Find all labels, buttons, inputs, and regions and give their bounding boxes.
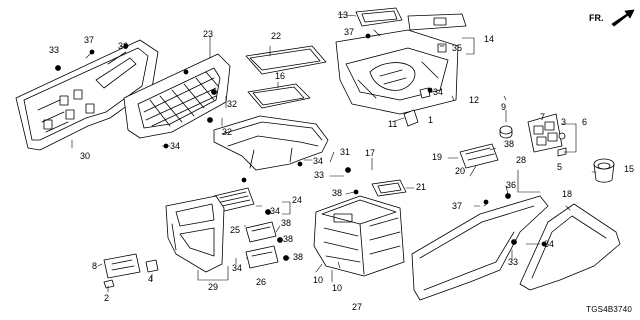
part-25-panel: [245, 221, 277, 243]
part-28-side-panel: [411, 195, 549, 301]
callout-32a: 32: [227, 99, 238, 109]
callout-33c: 33: [508, 257, 519, 267]
part-9-knob: [499, 125, 513, 139]
callout-38c: 38: [281, 218, 292, 228]
callout-36b: 36: [506, 180, 517, 190]
callout-34e: 34: [544, 239, 555, 249]
callout-26: 26: [256, 277, 267, 287]
callout-37a: 37: [84, 35, 95, 45]
front-direction-arrow-icon: [611, 9, 635, 27]
part-6-switch-panel: [527, 113, 563, 153]
part-34-clip-tray: [419, 87, 431, 99]
callout-15: 15: [624, 164, 635, 174]
part-35-clip: [437, 43, 447, 53]
part-19-bracket: [459, 143, 499, 169]
callout-1: 1: [428, 115, 434, 125]
callout-16: 16: [275, 71, 286, 81]
callout-9: 9: [501, 102, 507, 112]
callout-17: 17: [365, 148, 376, 158]
callout-31: 31: [340, 147, 351, 157]
callout-12: 12: [469, 95, 480, 105]
callout-35: 35: [452, 43, 463, 53]
callout-24: 24: [292, 195, 303, 205]
callout-5: 5: [557, 162, 563, 172]
callout-34c: 34: [313, 156, 324, 166]
callout-38e: 38: [293, 252, 304, 262]
callout-33a: 33: [49, 45, 60, 55]
callout-13: 13: [338, 10, 349, 20]
callout-23: 23: [203, 29, 214, 39]
part-22-mat: [245, 45, 327, 75]
callout-20: 20: [455, 166, 466, 176]
part-31-armrest-lid: [213, 115, 329, 171]
callout-7: 7: [540, 112, 546, 122]
part-1-switch: [403, 109, 419, 127]
part-27-console-box: [313, 195, 405, 277]
callout-33b: 33: [314, 170, 325, 180]
callout-34b: 34: [170, 141, 181, 151]
callout-37b: 37: [344, 27, 355, 37]
callout-19: 19: [432, 152, 443, 162]
part-29-front-bezel: [165, 195, 225, 273]
part-23-side-panel: [123, 53, 231, 139]
part-21-tray: [371, 179, 407, 197]
callout-34a: 34: [433, 87, 444, 97]
part-3-bulb: [558, 132, 566, 140]
callout-3: 3: [561, 117, 567, 127]
callout-4: 4: [148, 274, 154, 284]
callout-8: 8: [92, 261, 98, 271]
callout-10a: 10: [313, 275, 324, 285]
callout-27: 27: [352, 302, 363, 312]
leader-lines: [71, 13, 597, 293]
callout-38b: 38: [332, 188, 343, 198]
callout-22: 22: [271, 31, 282, 41]
part-24-vent: [213, 187, 255, 213]
callout-21: 21: [416, 182, 427, 192]
callout-25: 25: [230, 225, 241, 235]
part-30-side-panel: [15, 39, 159, 151]
callout-29: 29: [208, 282, 219, 292]
callout-18: 18: [562, 189, 573, 199]
callout-34d: 34: [270, 206, 281, 216]
part-12-console-tray: [335, 29, 459, 115]
diagram-code: TGS4B3740: [586, 305, 632, 314]
part-26-panel: [245, 245, 279, 269]
part-15-cup-holder: [593, 158, 615, 183]
callout-2: 2: [104, 293, 110, 303]
callout-14: 14: [484, 34, 495, 44]
part-4-clip: [145, 259, 159, 273]
callout-37c: 37: [452, 201, 463, 211]
part-14-trim: [407, 13, 467, 31]
callout-34f: 34: [232, 263, 243, 273]
part-13-lid: [355, 7, 403, 27]
part-5-connector: [557, 147, 567, 157]
callout-11: 11: [388, 119, 398, 129]
callout-30: 30: [80, 151, 91, 161]
callout-6: 6: [582, 117, 588, 127]
callout-32b: 32: [222, 127, 233, 137]
front-direction-label: FR.: [589, 13, 604, 23]
callout-10b: 10: [332, 283, 343, 293]
part-16-mat: [247, 83, 311, 109]
callout-28: 28: [516, 155, 527, 165]
part-2-connector: [103, 279, 115, 289]
callout-38d: 38: [283, 234, 294, 244]
callout-38a: 38: [504, 139, 515, 149]
part-8-module: [103, 253, 141, 279]
part-18-side-panel: [519, 203, 621, 291]
callout-36a: 36: [118, 41, 129, 51]
